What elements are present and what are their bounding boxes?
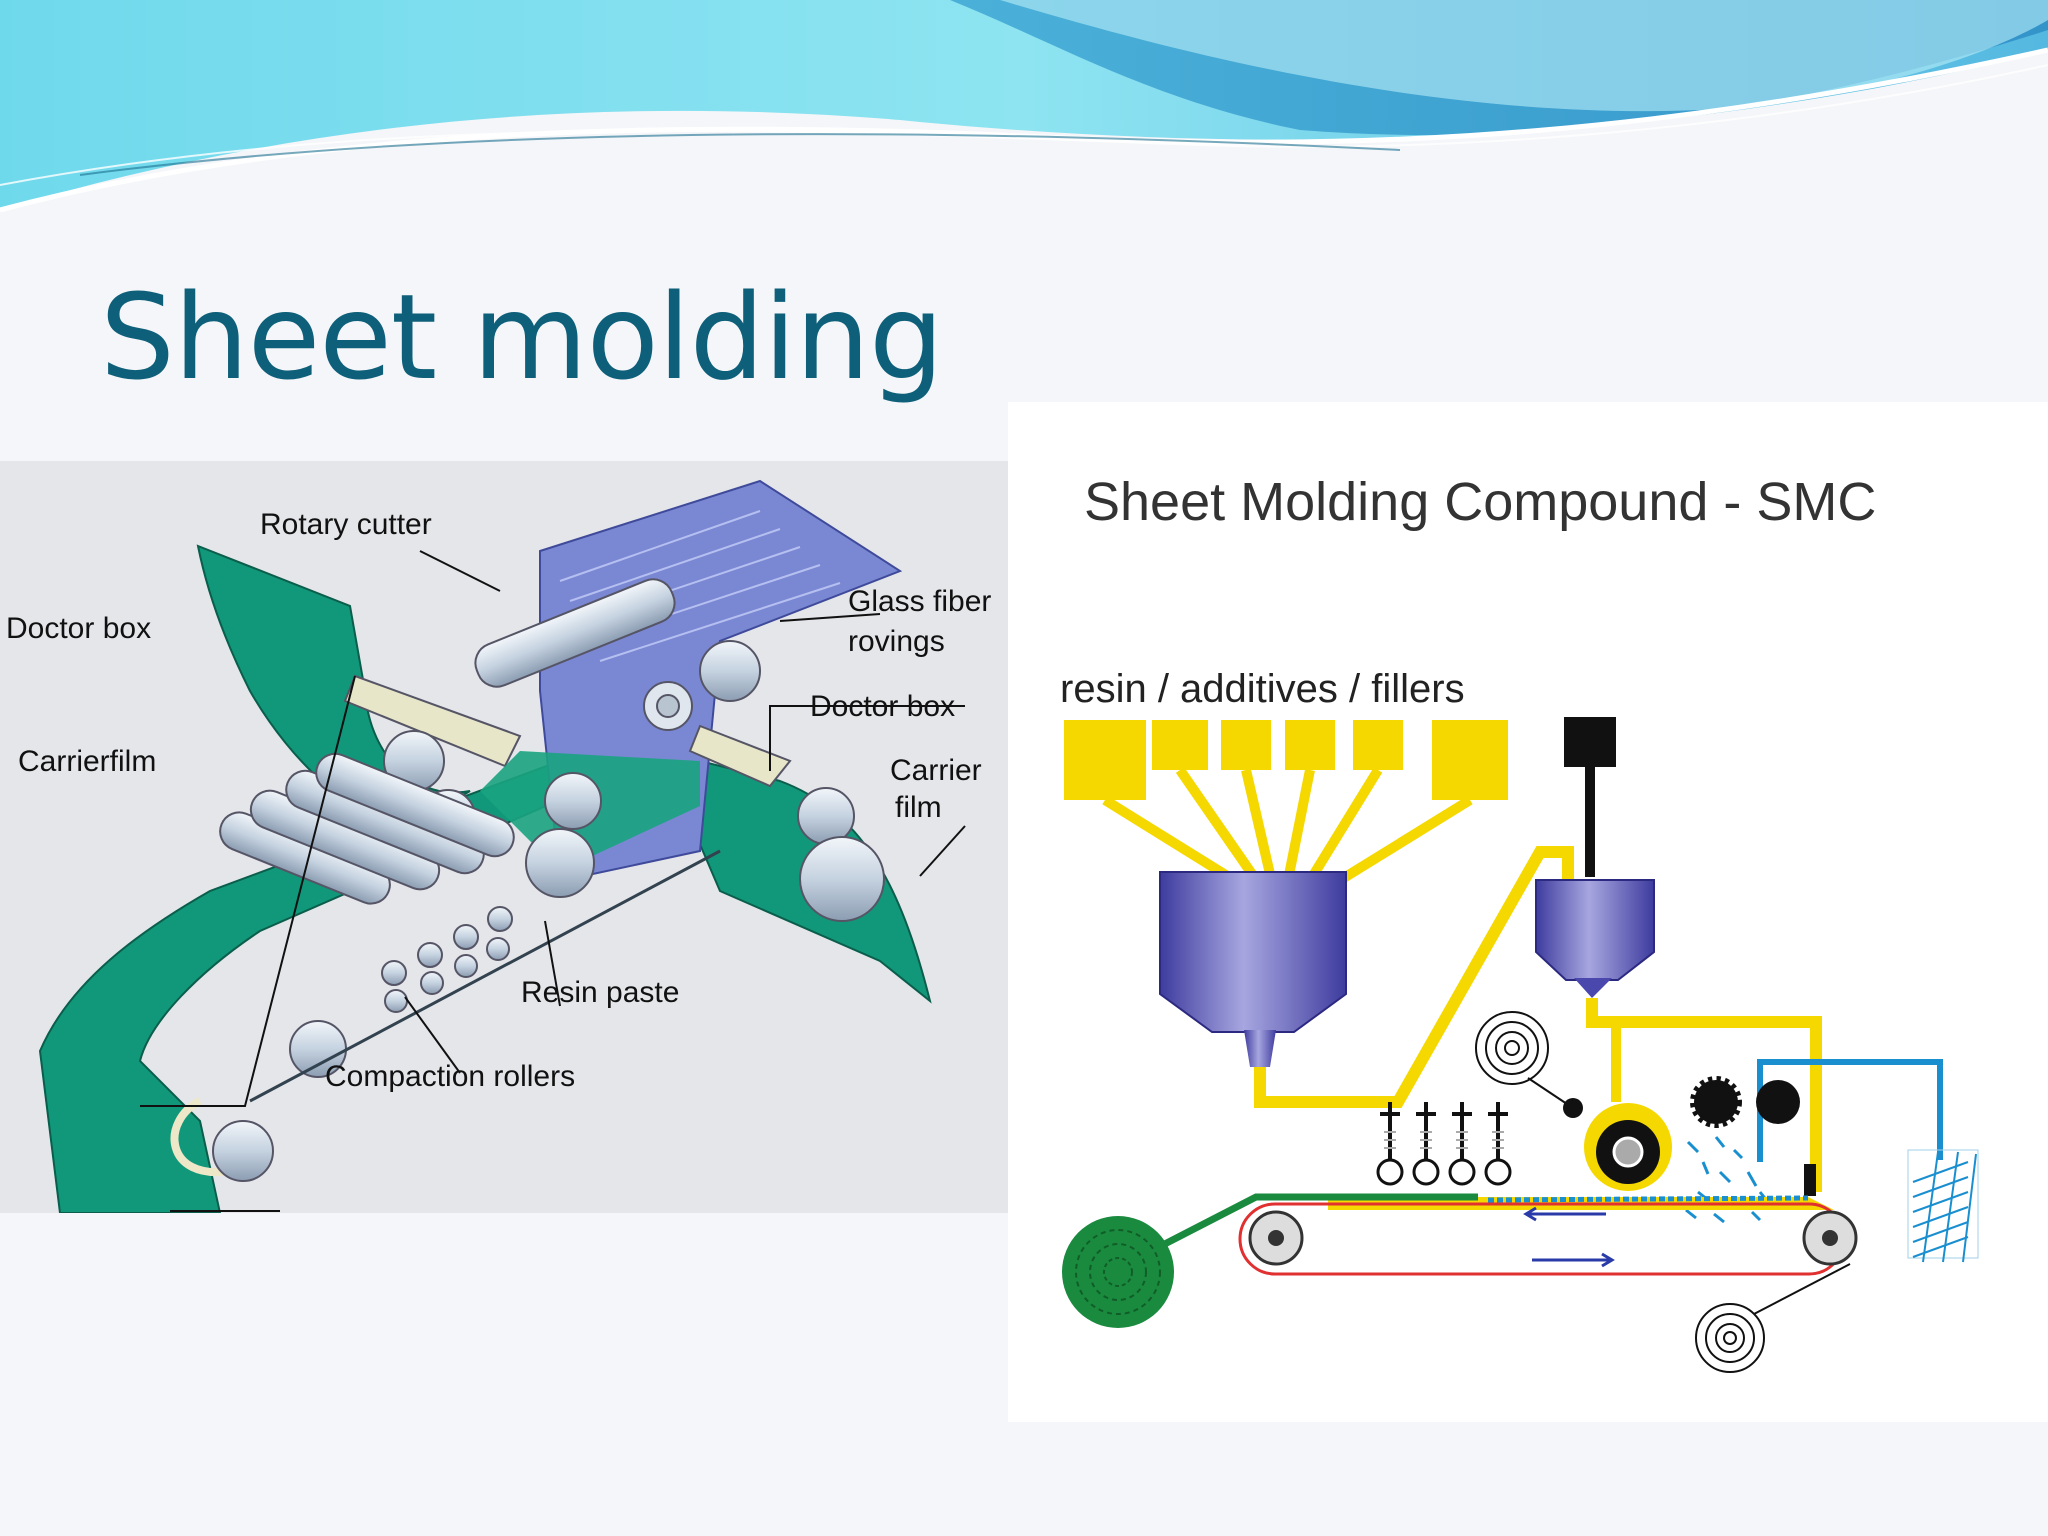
mixing-hopper [1159, 871, 1347, 1041]
belt-pulley-left-hub [1268, 1230, 1284, 1246]
secondary-paste-line [1586, 998, 1822, 1192]
mixing-hopper-nozzle [1244, 1030, 1276, 1067]
header-wave-decoration [0, 0, 2048, 213]
compaction-springs [1376, 1158, 1512, 1186]
label-doctor-box-right: Doctor box [810, 690, 955, 723]
smc-diagram-title: Sheet Molding Compound - SMC [1084, 472, 1876, 532]
roving-spool [1907, 1149, 1979, 1263]
label-rotary-cutter: Rotary cutter [260, 508, 432, 541]
paste-line [1254, 846, 1574, 1108]
label-doctor-box-left: Doctor box [6, 612, 151, 645]
label-carrier-film-line1: Carrier [890, 754, 982, 787]
right-roller-1 [797, 787, 855, 845]
rotary-cutter-hub [656, 694, 680, 718]
belt-pulley-right-hub [1822, 1230, 1838, 1246]
direction-arrow-top [1523, 1206, 1606, 1222]
smc-machine-illustration: Rotary cutter Glass fiber rovings Doctor… [0, 461, 1008, 1213]
wiper-blade [1804, 1164, 1816, 1196]
inputs-label: resin / additives / fillers [1060, 667, 1465, 711]
secondary-hopper [1535, 879, 1655, 981]
label-carrierfilm: Carrierfilm [18, 745, 156, 778]
actuator-rod [1585, 767, 1595, 877]
chopper-anvil [1756, 1080, 1800, 1124]
label-carrier-film-line2: film [895, 791, 942, 824]
label-glass-fiber-line1: Glass fiber [848, 585, 991, 618]
film-supply-bottom [1695, 1263, 1851, 1373]
fiber-layer [1487, 1195, 1809, 1203]
sheet-outfeed-line [249, 849, 721, 1103]
upper-roller-4 [525, 828, 595, 898]
label-resin-paste: Resin paste [521, 976, 679, 1009]
secondary-hopper-nozzle [1574, 978, 1612, 998]
actuator-block [1564, 717, 1616, 767]
film-supply-top [1475, 1011, 1574, 1109]
green-film-roll [1062, 1216, 1174, 1328]
right-roller-2 [799, 836, 885, 922]
resin-input-boxes [1064, 720, 1508, 800]
label-glass-fiber-line2: rovings [848, 625, 945, 658]
compaction-rollers-group [219, 752, 515, 1013]
label-compaction-rollers: Compaction rollers [325, 1060, 575, 1093]
direction-arrow-bottom [1532, 1252, 1615, 1268]
chopper-wheel [1690, 1076, 1742, 1128]
slide-title: Sheet molding [100, 268, 944, 406]
rotary-cutter [474, 578, 676, 688]
compaction-spring-coils [1384, 1131, 1504, 1149]
doctor-roller-hub [1612, 1136, 1644, 1168]
smc-process-schematic: Sheet Molding Compound - SMC resin / add… [1008, 402, 2048, 1422]
doctor-box-right-shape [688, 724, 792, 788]
film-roll-bottom [212, 1120, 274, 1182]
upper-roller-3 [544, 772, 602, 830]
roving-guide-roller [699, 640, 761, 702]
lower-carrier-film-edge [170, 1097, 231, 1177]
